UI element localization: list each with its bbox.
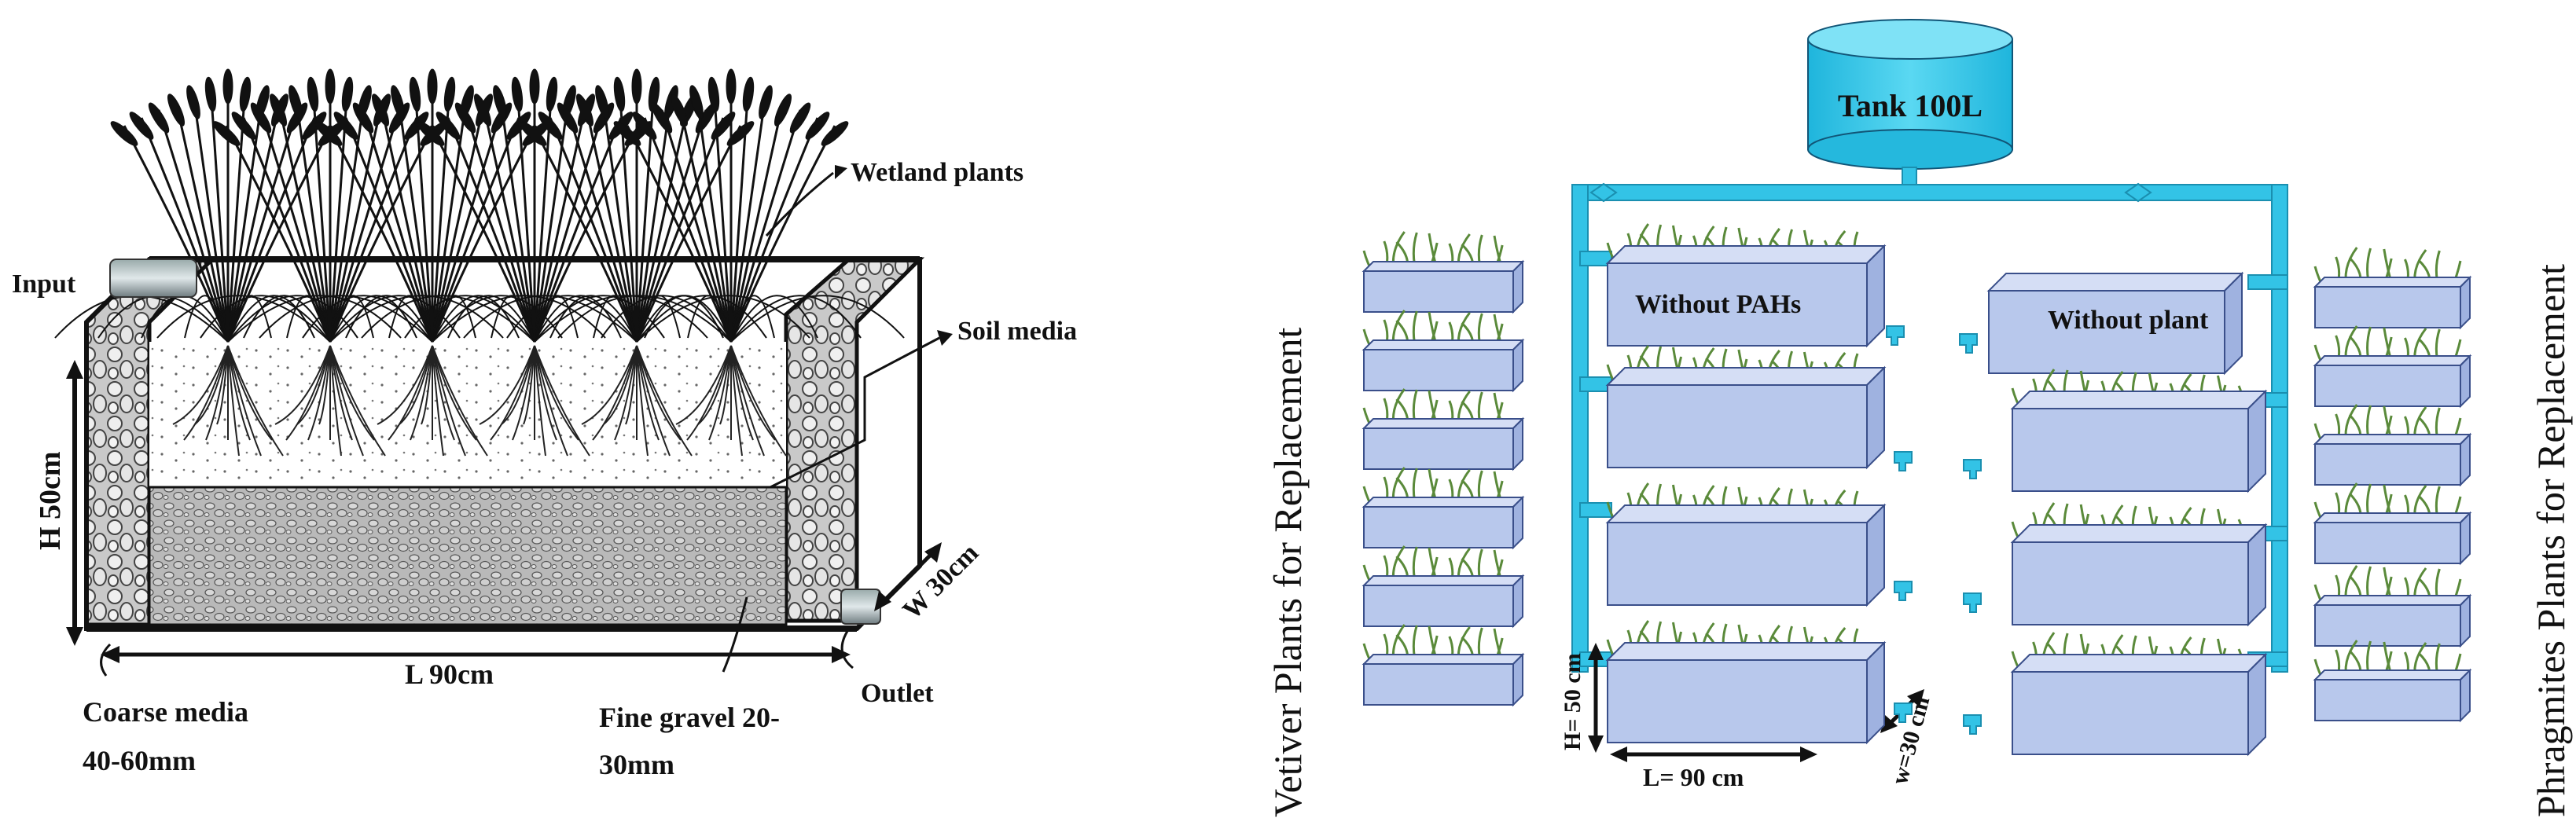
vetiver-replacement-box <box>1361 624 1525 707</box>
treatment-box <box>1605 345 1887 470</box>
coarse-media-label-line2: 40-60mm <box>83 745 196 776</box>
fine-gravel-layer <box>148 486 788 626</box>
vetiver-replacement-box <box>1361 545 1525 629</box>
height-arrow-bottom <box>66 627 83 646</box>
phragmites-replacement-box <box>2313 247 2472 330</box>
outlet-tap <box>1963 592 1982 613</box>
fine-gravel-leader <box>722 596 748 673</box>
plant-root <box>274 345 386 457</box>
plant-roots <box>172 345 787 457</box>
outlet-tap <box>1959 333 1978 354</box>
vetiver-replacement-box <box>1361 388 1525 471</box>
phragmites-replacement-box <box>2313 325 2472 409</box>
width-label: W 30cm <box>897 538 984 625</box>
width-dimension-line <box>879 548 937 607</box>
outlet-tap <box>1963 459 1982 479</box>
without-plant-label: Without plant <box>2048 306 2209 335</box>
phragmites-replacement-box <box>2313 404 2472 487</box>
outlet-tap <box>1886 325 1905 346</box>
experimental-setup: Vetiver Plants for Replacement Phragmite… <box>1266 19 2573 817</box>
phragmites-side-label: Phragmites Plants for Replacement <box>2529 264 2573 817</box>
height-arrow-top <box>66 360 83 379</box>
width-arrow-top <box>924 542 942 563</box>
vetiver-side-label: Vetiver Plants for Replacement <box>1266 327 1310 817</box>
treatment-box <box>2010 369 2268 493</box>
plant-root <box>675 345 787 457</box>
wetland-plant-foliage <box>54 68 905 343</box>
input-pipe <box>109 259 197 298</box>
phragmites-replacement-box <box>2313 482 2472 566</box>
wetland-cross-section: Input Wetland plants Soil media H 50cm W… <box>12 68 1077 780</box>
coarse-media-right-wall <box>784 257 925 623</box>
vetiver-replacement-box <box>1361 310 1525 393</box>
treatment-box-without-plant <box>1986 271 2244 376</box>
plant-root <box>581 345 693 457</box>
wetland-plants-leader <box>765 171 834 237</box>
water-tank: Tank 100L <box>1807 19 2013 170</box>
phragmites-replacement-box <box>2313 640 2472 723</box>
soil-media-arrowhead <box>937 330 953 346</box>
fine-gravel-label-line2: 30mm <box>599 749 674 780</box>
plant-root <box>479 345 590 457</box>
coarse-media-leader <box>100 643 112 677</box>
without-pahs-label: Without PAHs <box>1635 290 1801 319</box>
length-dim-label: L= 90 cm <box>1643 763 1744 791</box>
input-label: Input <box>12 270 76 299</box>
soil-media-label: Soil media <box>957 317 1077 346</box>
treatment-box <box>1605 620 1887 745</box>
outlet-tap <box>1963 714 1982 735</box>
plant-root <box>172 345 284 457</box>
fine-gravel-label-line1: Fine gravel 20- <box>599 702 780 733</box>
treatment-box <box>2010 632 2268 757</box>
plant-root <box>377 345 488 457</box>
planter-boxes <box>1361 223 2472 757</box>
vetiver-replacement-box <box>1361 231 1525 314</box>
width-arrow-bottom <box>874 591 891 611</box>
outlet-tap <box>1894 702 1913 723</box>
outlet-pipe <box>840 589 881 625</box>
coarse-media-label-line1: Coarse media <box>83 696 248 728</box>
outlet-label: Outlet <box>861 679 934 708</box>
soil-media-leader <box>770 336 940 489</box>
length-arrow-right <box>832 646 851 663</box>
treatment-box <box>2010 502 2268 627</box>
tank-label: Tank 100L <box>1838 88 1983 123</box>
outlet-leader <box>840 628 854 669</box>
length-arrow-left <box>101 646 119 663</box>
wetland-plants-arrowhead <box>835 165 847 179</box>
treatment-box-without-pahs <box>1605 223 1887 348</box>
vetiver-replacement-box <box>1361 467 1525 550</box>
wetland-plant <box>361 68 708 343</box>
wetland-plants-label: Wetland plants <box>851 158 1023 187</box>
outlet-tap <box>1894 581 1913 601</box>
length-label: L 90cm <box>405 658 494 690</box>
outlet-tap <box>1894 451 1913 471</box>
wetland-plant <box>557 68 905 343</box>
setup-dimensions <box>1588 643 1924 762</box>
treatment-box <box>1605 482 1887 607</box>
height-dim-label: H= 50 cm <box>1560 653 1586 750</box>
height-label: H 50cm <box>34 451 67 550</box>
phragmites-replacement-box <box>2313 565 2472 648</box>
